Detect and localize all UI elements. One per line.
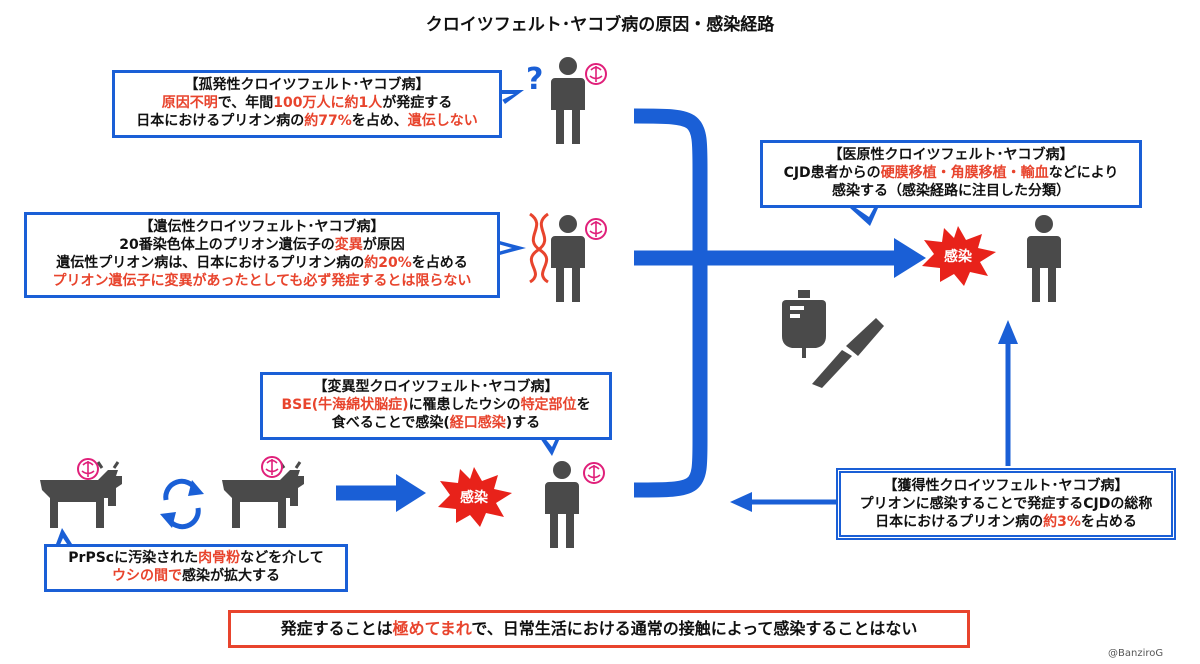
sporadic-heading: 【孤発性クロイツフェルト･ヤコブ病】 xyxy=(184,77,430,93)
person-icon-hereditary xyxy=(551,215,585,302)
bubble-tail-sporadic xyxy=(496,90,524,104)
variant-cjd-box: 【変異型クロイツフェルト･ヤコブ病】 BSE(牛海綿状脳症)に罹患したウシの特定… xyxy=(260,372,612,440)
acquired-heading: 【獲得性クロイツフェルト･ヤコブ病】 xyxy=(883,478,1129,494)
iatrogenic-cjd-box: 【医原性クロイツフェルト･ヤコブ病】 CJD患者からの硬膜移植・角膜移植・輸血な… xyxy=(760,140,1142,208)
acquired-cjd-box: 【獲得性クロイツフェルト･ヤコブ病】 プリオンに感染することで発症するCJDの総… xyxy=(836,468,1176,540)
main-arrow-head xyxy=(894,238,926,278)
infection-label-variant: 感染 xyxy=(460,490,488,506)
cattle-line-1: PrPScに汚染された肉骨粉などを介して xyxy=(68,550,324,566)
person-icon-variant xyxy=(545,461,579,548)
sporadic-line-3: 日本におけるプリオン病の約77%を占め、遺伝しない xyxy=(136,113,478,129)
page-title: クロイツフェルト･ヤコブ病の原因・感染経路 xyxy=(425,15,775,35)
hereditary-heading: 【遺伝性クロイツフェルト･ヤコブ病】 xyxy=(139,219,385,235)
credit: @BanziroG xyxy=(1108,648,1164,659)
question-icon: ? xyxy=(526,62,544,97)
brain-icon-variant xyxy=(583,462,605,484)
cattle-arrow-head xyxy=(396,474,426,512)
acquired-arrow-head xyxy=(730,492,752,512)
bubble-tail-variant xyxy=(540,438,560,456)
dna-icon xyxy=(529,212,549,284)
bottom-note: 発症することは極めてまれで、日常生活における通常の接触によって感染することはない xyxy=(228,610,970,648)
iatrogenic-line-2: CJD患者からの硬膜移植・角膜移植・輸血などにより xyxy=(783,165,1119,181)
sporadic-cjd-box: 【孤発性クロイツフェルト･ヤコブ病】 原因不明で、年間100万人に約1人が発症す… xyxy=(112,70,502,138)
iv-bag-icon xyxy=(782,290,826,358)
cattle-line-2: ウシの間で感染が拡大する xyxy=(112,568,280,584)
up-arrow-head xyxy=(998,320,1018,344)
hereditary-line-3: 遺伝性プリオン病は、日本におけるプリオン病の約20%を占める xyxy=(56,255,468,271)
brain-icon-hereditary xyxy=(585,218,607,240)
hereditary-line-2: 20番染色体上のプリオン遺伝子の変異が原因 xyxy=(119,237,405,253)
person-icon-sporadic xyxy=(551,57,585,144)
iatrogenic-line-3: 感染する（感染経路に注目した分類） xyxy=(832,183,1070,199)
iatrogenic-heading: 【医原性クロイツフェルト･ヤコブ病】 xyxy=(828,147,1074,163)
hereditary-cjd-box: 【遺伝性クロイツフェルト･ヤコブ病】 20番染色体上のプリオン遺伝子の変異が原因… xyxy=(24,212,500,298)
hereditary-line-4: プリオン遺伝子に変異があったとしても必ず発症するとは限らない xyxy=(52,273,472,289)
brain-icon-sporadic xyxy=(585,63,607,85)
acquired-line-3: 日本におけるプリオン病の約3%を占める xyxy=(875,514,1137,530)
person-icon-iatrogenic xyxy=(1027,215,1061,302)
scalpel-icon xyxy=(812,318,884,388)
cattle-spread-box: PrPScに汚染された肉骨粉などを介して ウシの間で感染が拡大する xyxy=(44,544,348,592)
bubble-tail-cattle xyxy=(56,528,72,544)
infection-label-main: 感染 xyxy=(944,249,972,265)
brain-icon-cow-left xyxy=(77,458,99,480)
variant-line-2: BSE(牛海綿状脳症)に罹患したウシの特定部位を xyxy=(281,397,591,413)
sporadic-line-2: 原因不明で、年間100万人に約1人が発症する xyxy=(161,95,453,111)
variant-line-3: 食べることで感染(経口感染)する xyxy=(331,415,541,431)
acquired-line-2: プリオンに感染することで発症するCJDの総称 xyxy=(859,496,1153,512)
brain-icon-cow-right xyxy=(261,456,283,478)
variant-heading: 【変異型クロイツフェルト･ヤコブ病】 xyxy=(313,379,559,395)
merge-brace xyxy=(633,108,708,498)
cycle-arrows-icon xyxy=(160,478,204,530)
